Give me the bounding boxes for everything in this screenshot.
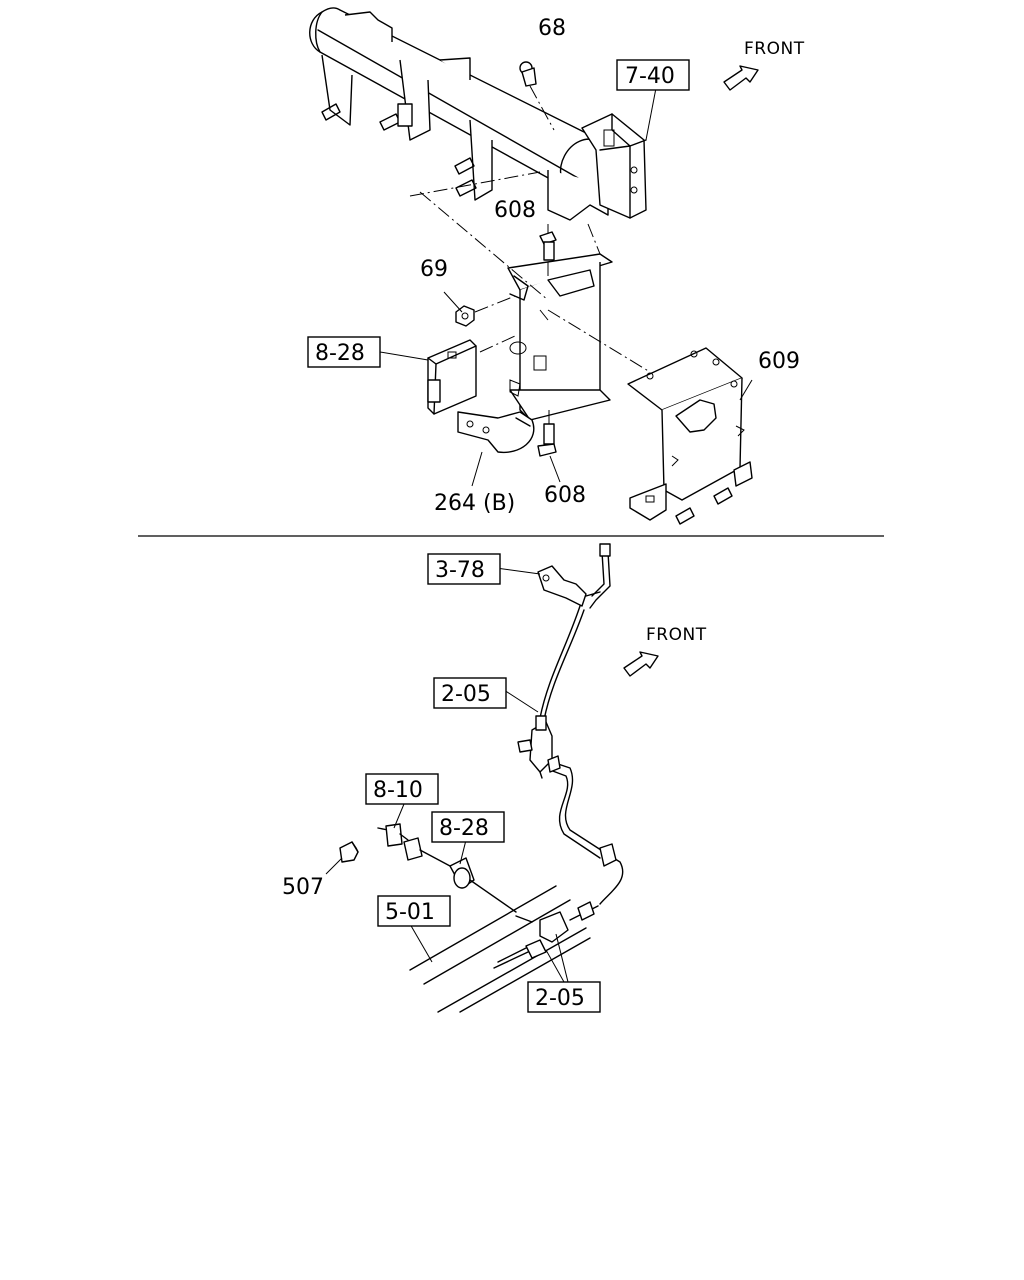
callout-608-upper: 608	[494, 198, 536, 223]
callout-3-78-box	[427, 553, 501, 585]
callout-7-40-box	[616, 59, 690, 91]
callout-8-10: 8-10	[373, 778, 423, 803]
junction-fitting	[517, 715, 561, 779]
nut-69	[455, 295, 516, 327]
mount-studs	[321, 103, 477, 197]
callout-8-28-bottom: 8-28	[439, 816, 489, 841]
callout-3-78: 3-78	[435, 558, 485, 583]
callout-7-40: 7-40	[625, 64, 675, 89]
brake-pipe	[539, 543, 624, 921]
front-arrow-bottom: FRONT	[623, 625, 707, 677]
front-label-top: FRONT	[744, 39, 805, 59]
callout-5-01-box	[377, 895, 451, 927]
assembly-leaders	[409, 171, 651, 373]
callout-507: 507	[282, 875, 324, 900]
callout-608-lower: 608	[544, 483, 586, 508]
callout-2-05-upper: 2-05	[441, 682, 491, 707]
bolt-608-upper	[539, 231, 557, 278]
lower-fittings	[493, 843, 617, 969]
frame-rail	[409, 885, 591, 1013]
callout-609: 609	[758, 349, 800, 374]
callout-leaders-top	[379, 87, 753, 487]
callout-68: 68	[538, 16, 566, 41]
callout-8-28-box-top	[307, 336, 381, 368]
control-unit-8-28	[427, 335, 516, 415]
mount-bracket-7-40	[581, 113, 647, 219]
callout-2-05-lower: 2-05	[535, 986, 585, 1011]
callout-2-05-box-upper	[433, 677, 507, 709]
callout-5-01: 5-01	[385, 900, 435, 925]
center-bracket	[507, 253, 613, 421]
bracket-609	[627, 347, 753, 525]
callout-8-28-top: 8-28	[315, 341, 365, 366]
bolt-68	[519, 61, 555, 131]
bolt-608-lower	[537, 410, 557, 457]
pressure-sensor-8-28	[449, 857, 517, 913]
top-assembly: FRONT	[307, 7, 805, 525]
bottom-assembly: FRONT 3-78 2-05 8-10 8-28 507 5-01 2-05	[282, 543, 707, 1013]
bracket-264b	[457, 411, 535, 454]
callout-264b: 264 (B)	[434, 491, 515, 516]
callout-69: 69	[420, 257, 448, 282]
pipe-bracket-3-78	[537, 565, 601, 607]
front-label-bottom: FRONT	[646, 625, 707, 645]
callout-8-10-box	[365, 773, 439, 805]
callout-8-28-box-bottom	[431, 811, 505, 843]
front-arrow-top: FRONT	[723, 39, 805, 91]
clip-507	[339, 841, 359, 863]
callout-2-05-box-lower	[527, 981, 601, 1013]
cross-member-tube	[309, 7, 609, 221]
harness-8-10	[377, 823, 451, 867]
callout-leaders-bottom	[325, 567, 569, 983]
